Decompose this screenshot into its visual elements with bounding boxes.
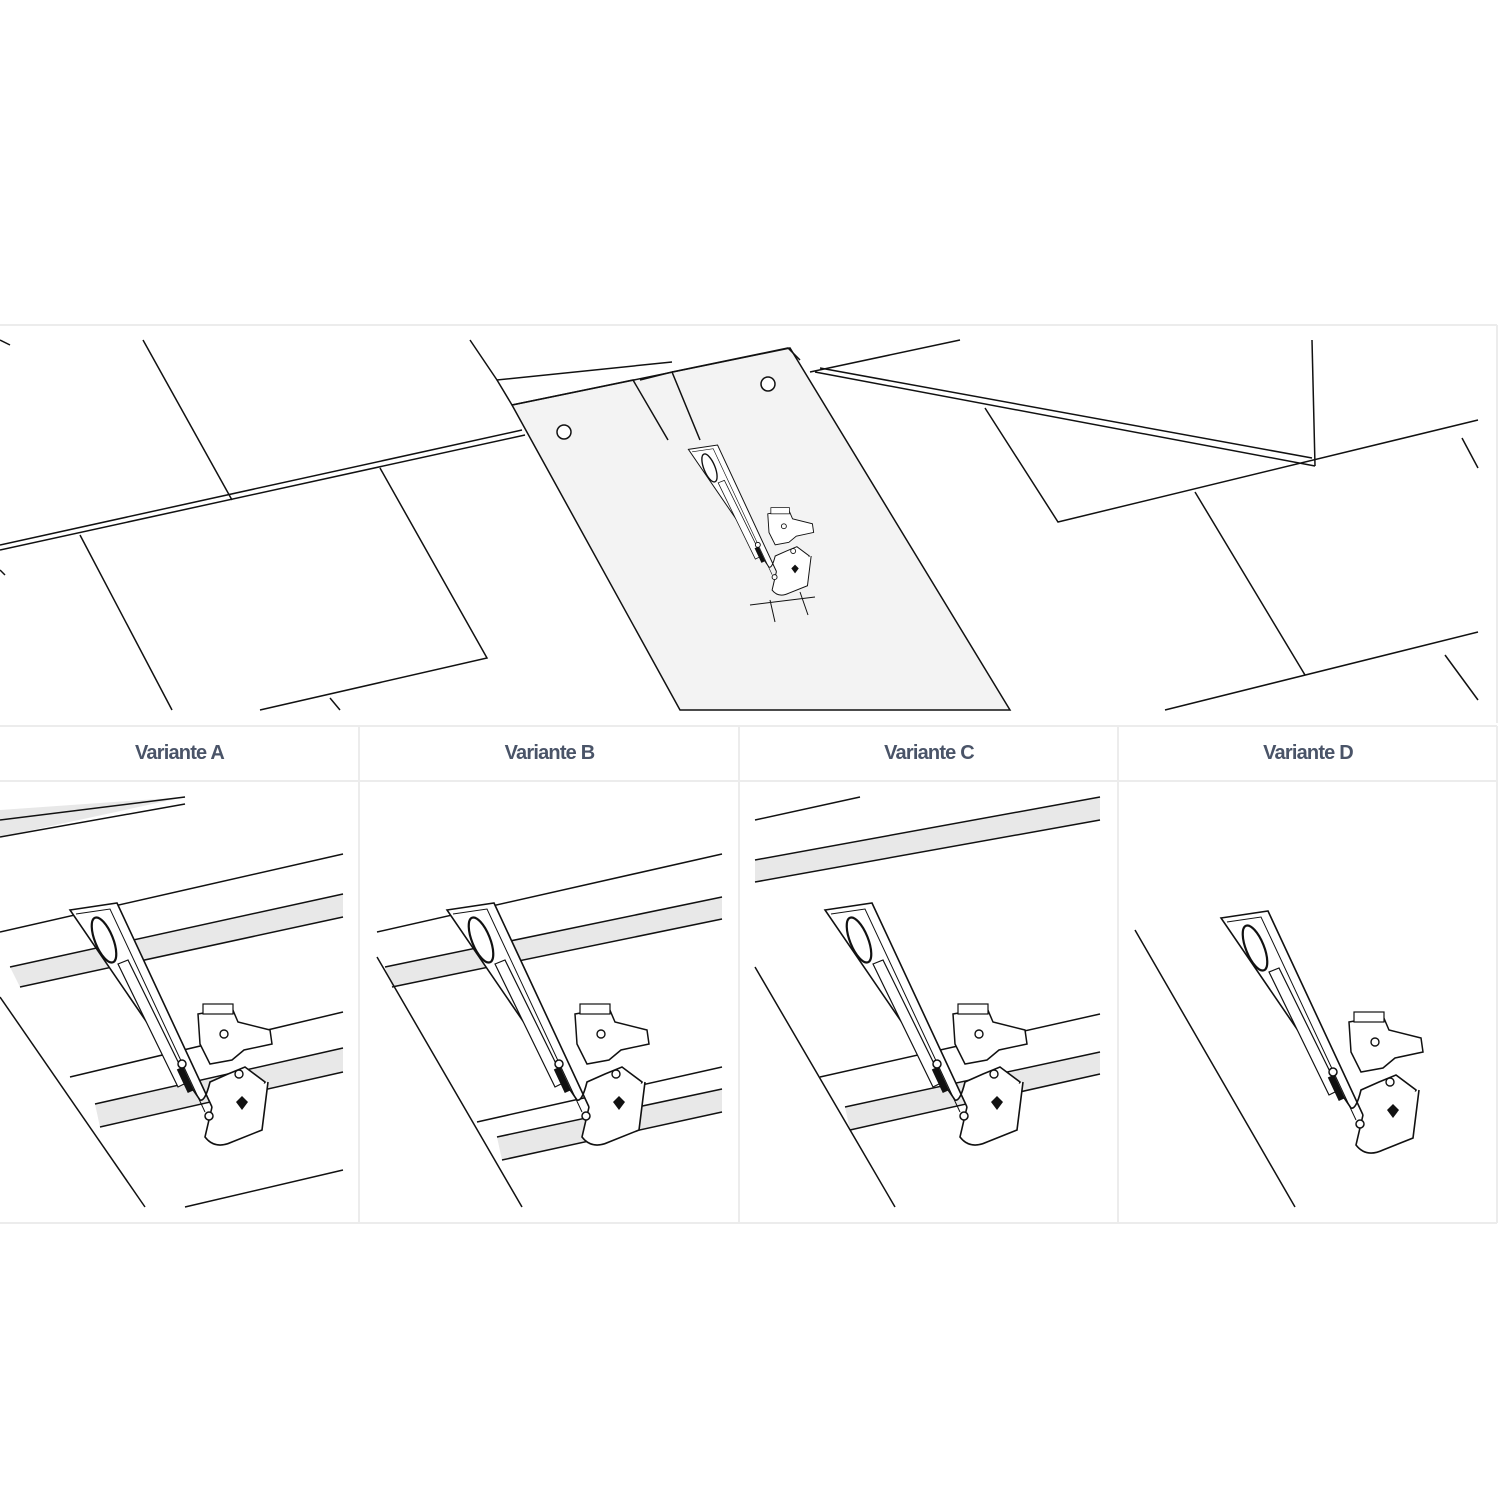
variants-grid — [0, 725, 1498, 1224]
variant-c-illustration — [754, 796, 1101, 1208]
variant-a-illustration — [0, 796, 344, 1208]
variant-a-header: Variante A — [134, 741, 225, 764]
variant-d-illustration — [1134, 909, 1425, 1208]
variant-d-header: Variante D — [1263, 741, 1354, 764]
variant-b-header: Variante B — [504, 741, 596, 764]
variant-c-header: Variante C — [884, 741, 975, 764]
variant-b-illustration — [376, 853, 723, 1208]
roof-overview-illustration — [0, 324, 1498, 723]
